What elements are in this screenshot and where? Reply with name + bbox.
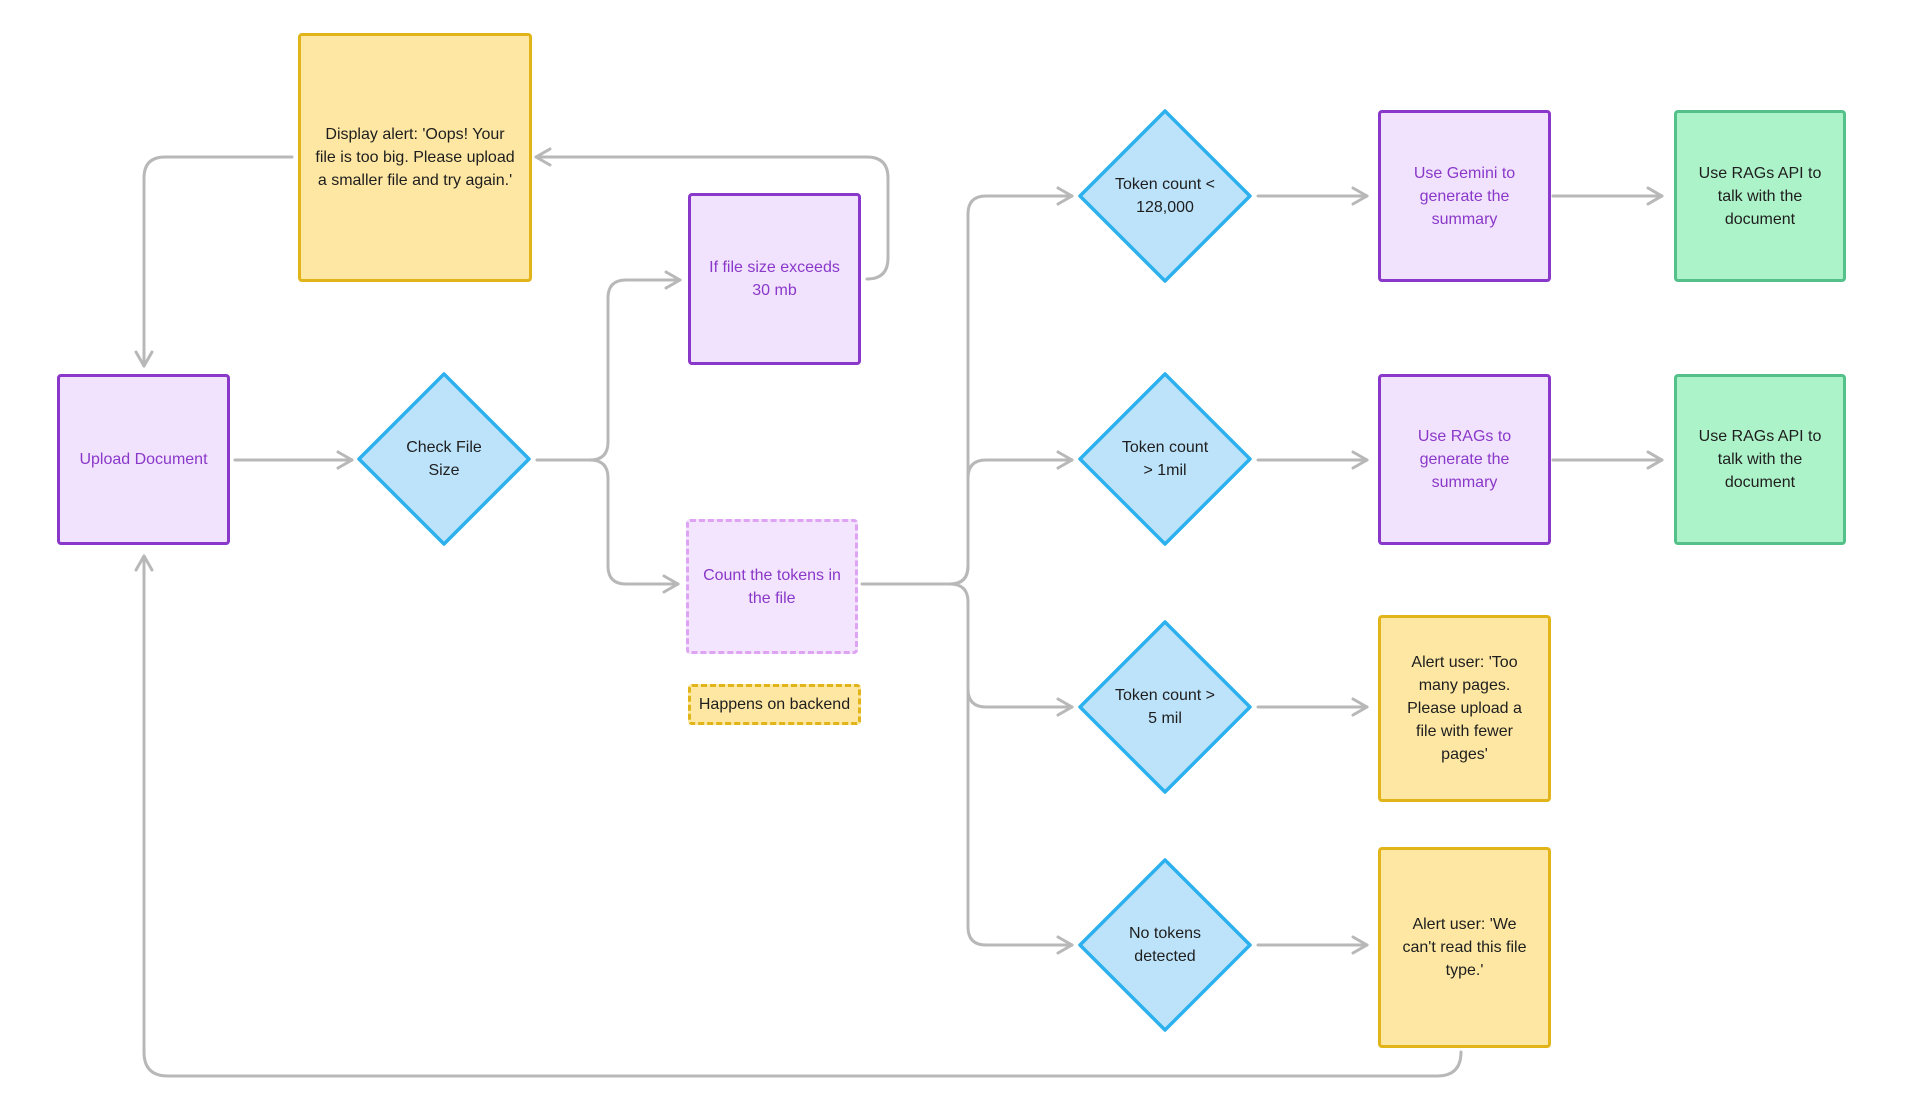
unreadable-file-alert-label: Alert user: 'We can't read this file typ… bbox=[1402, 916, 1527, 979]
rags-api-node-top: Use RAGs API to talk with the document bbox=[1674, 110, 1846, 282]
file-too-big-alert-node: Display alert: 'Oops! Your file is too b… bbox=[298, 33, 532, 282]
connector-alert-to-upload bbox=[134, 155, 294, 368]
connector-unreadable-to-upload bbox=[134, 554, 1463, 1078]
unreadable-file-alert-node: Alert user: 'We can't read this file typ… bbox=[1378, 847, 1551, 1048]
token-gt-5mil-label: Token count > 5 mil bbox=[1114, 687, 1216, 727]
connector-check-to-count bbox=[588, 458, 680, 594]
file-size-exceeds-label: If file size exceeds 30 mb bbox=[709, 259, 840, 299]
connector-count-to-notokens bbox=[966, 687, 1074, 955]
token-lt-128k-label: Token count < 128,000 bbox=[1114, 176, 1216, 216]
connector-filesize-to-alert bbox=[534, 147, 890, 281]
count-tokens-label: Count the tokens in the file bbox=[703, 566, 841, 607]
backend-note: Happens on backend bbox=[688, 684, 861, 725]
rags-api-node-middle: Use RAGs API to talk with the document bbox=[1674, 374, 1846, 545]
gemini-summary-label: Use Gemini to generate the summary bbox=[1413, 164, 1516, 228]
rags-summary-node: Use RAGs to generate the summary bbox=[1378, 374, 1551, 545]
too-many-pages-alert-label: Alert user: 'Too many pages. Please uplo… bbox=[1407, 654, 1522, 763]
rags-api-top-label: Use RAGs API to talk with the document bbox=[1698, 164, 1822, 228]
count-tokens-node: Count the tokens in the file bbox=[686, 519, 858, 654]
decision-diamond-no-tokens bbox=[1078, 858, 1252, 1032]
no-tokens-label: No tokens detected bbox=[1128, 925, 1202, 965]
backend-note-label: Happens on backend bbox=[698, 696, 851, 713]
connector-count-to-1mil bbox=[948, 450, 1074, 586]
decision-diamond-check-file-size bbox=[357, 372, 531, 546]
connector-check-to-filesize bbox=[535, 270, 682, 462]
file-too-big-alert-label: Display alert: 'Oops! Your file is too b… bbox=[315, 126, 515, 189]
decision-diamond-token-gt-1mil bbox=[1078, 372, 1252, 546]
rags-api-middle-label: Use RAGs API to talk with the document bbox=[1698, 428, 1822, 491]
rags-summary-label: Use RAGs to generate the summary bbox=[1417, 428, 1512, 491]
upload-document-label: Upload Document bbox=[79, 451, 208, 468]
token-gt-1mil-label: Token count > 1mil bbox=[1121, 439, 1209, 479]
file-size-exceeds-node: If file size exceeds 30 mb bbox=[688, 193, 861, 365]
check-file-size-label: Check File Size bbox=[406, 439, 482, 479]
decision-diamond-token-gt-5mil bbox=[1078, 620, 1252, 794]
upload-document-node: Upload Document bbox=[57, 374, 230, 545]
decision-diamond-token-lt-128k bbox=[1078, 109, 1252, 283]
too-many-pages-alert-node: Alert user: 'Too many pages. Please uplo… bbox=[1378, 615, 1551, 802]
gemini-summary-node: Use Gemini to generate the summary bbox=[1378, 110, 1551, 282]
